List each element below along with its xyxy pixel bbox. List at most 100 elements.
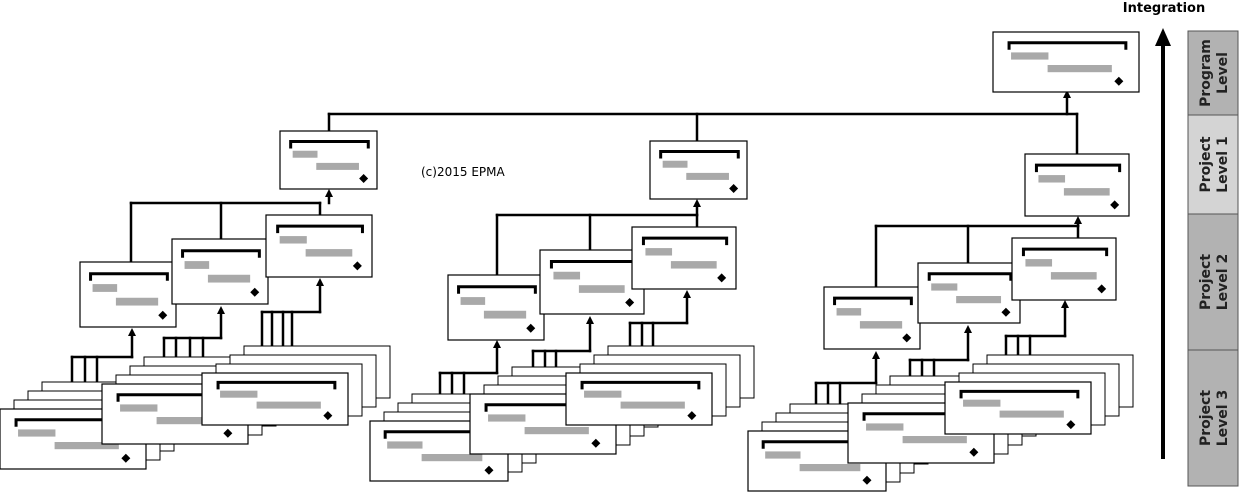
task-bar [578, 285, 625, 293]
summary-bracket-icon [276, 224, 364, 234]
task-bar [279, 236, 307, 244]
level-label-line1: Program [1198, 39, 1214, 107]
milestone-diamond-icon [1110, 200, 1120, 210]
milestone-diamond-icon [687, 411, 697, 421]
milestone-diamond-icon [717, 273, 727, 283]
level2-schedule-card [917, 262, 1021, 324]
task-bar [1025, 259, 1053, 267]
arrowhead [964, 325, 972, 333]
task-bar [1011, 52, 1049, 60]
level-label: ProjectLevel 3 [1198, 390, 1231, 447]
task-bar [483, 310, 527, 319]
task-bar [662, 160, 688, 168]
level3-card-stack [565, 345, 755, 426]
task-bar [584, 390, 622, 398]
summary-bracket-icon [216, 380, 337, 390]
task-bar [686, 172, 729, 180]
task-bar [220, 390, 258, 398]
level-label-line2: Level [1215, 52, 1231, 94]
level-label-line1: Project [1198, 136, 1214, 192]
summary-bracket-icon [927, 272, 1013, 281]
card-layer [0, 31, 1140, 492]
task-bar [963, 399, 1001, 407]
level3-schedule-card [201, 372, 349, 426]
level-band [1187, 349, 1239, 487]
task-bar [553, 271, 581, 280]
milestone-diamond-icon [1001, 307, 1011, 317]
milestone-diamond-icon [323, 411, 333, 421]
summary-bracket-icon [1034, 163, 1122, 173]
level-label-line2: Level 1 [1215, 136, 1231, 192]
task-bar [1038, 175, 1066, 183]
task-bar [184, 261, 210, 269]
task-bar [859, 321, 903, 329]
task-bar [115, 297, 159, 306]
level2-schedule-card [631, 226, 737, 290]
level2-schedule-card [539, 249, 645, 315]
level-label: ProjectLevel 1 [1198, 136, 1231, 193]
copyright-text: (c)2015 EPMA [421, 165, 505, 179]
milestone-diamond-icon [969, 447, 979, 457]
milestone-diamond-icon [526, 323, 536, 333]
summary-bracket-icon [289, 139, 370, 149]
milestone-diamond-icon [121, 453, 131, 463]
task-bar [256, 401, 321, 409]
summary-bracket-icon [89, 272, 169, 281]
task-bar [305, 249, 353, 257]
level1-schedule-card [1024, 153, 1130, 217]
task-bar [670, 261, 717, 269]
milestone-diamond-icon [862, 475, 872, 485]
level2-schedule-card [823, 286, 921, 350]
arrowhead [683, 290, 691, 298]
level3-card-stack [944, 354, 1134, 435]
summary-bracket-icon [580, 380, 701, 390]
milestone-diamond-icon [250, 287, 260, 297]
milestone-diamond-icon [484, 465, 494, 475]
task-bar [207, 274, 251, 283]
task-bar [1047, 65, 1112, 73]
level3-schedule-card [565, 372, 713, 426]
milestone-diamond-icon [352, 261, 362, 271]
summary-bracket-icon [1021, 247, 1109, 257]
milestone-diamond-icon [359, 174, 369, 184]
level-label: ProgramLevel [1198, 39, 1231, 107]
level2-schedule-card [79, 261, 177, 328]
summary-bracket-icon [659, 149, 740, 159]
task-bar [1050, 272, 1097, 280]
summary-bracket-icon [833, 296, 913, 306]
milestone-diamond-icon [729, 184, 739, 194]
arrowhead [872, 351, 880, 359]
level2-schedule-card [447, 274, 545, 341]
summary-bracket-icon [181, 249, 261, 258]
task-bar [387, 441, 423, 449]
integration-axis: Integration [1123, 1, 1205, 459]
milestone-diamond-icon [1097, 284, 1107, 294]
arrowhead [316, 278, 324, 286]
summary-bracket-icon [457, 285, 537, 294]
task-bar [18, 429, 56, 437]
arrowhead [1063, 90, 1071, 98]
level-label-line1: Project [1198, 254, 1214, 310]
task-bar [836, 308, 862, 316]
milestone-diamond-icon [223, 428, 233, 438]
level3-card-stack [201, 345, 391, 426]
milestone-diamond-icon [591, 438, 601, 448]
arrowhead [493, 340, 501, 348]
arrowhead [217, 306, 225, 314]
arrowhead [128, 328, 136, 336]
level2-schedule-card [1011, 237, 1117, 301]
level1-schedule-card [649, 140, 748, 200]
arrowhead [325, 189, 333, 197]
level-label-line1: Project [1198, 390, 1214, 446]
level-label-line2: Level 2 [1215, 254, 1231, 310]
task-bar [799, 464, 861, 472]
task-bar [866, 423, 904, 431]
level-band [1187, 30, 1239, 116]
connector-layer [70, 90, 1082, 429]
task-bar [999, 410, 1064, 418]
level2-schedule-card [265, 214, 373, 278]
level3-schedule-card [944, 381, 1092, 435]
milestone-diamond-icon [1114, 76, 1124, 86]
task-bar [421, 454, 483, 462]
